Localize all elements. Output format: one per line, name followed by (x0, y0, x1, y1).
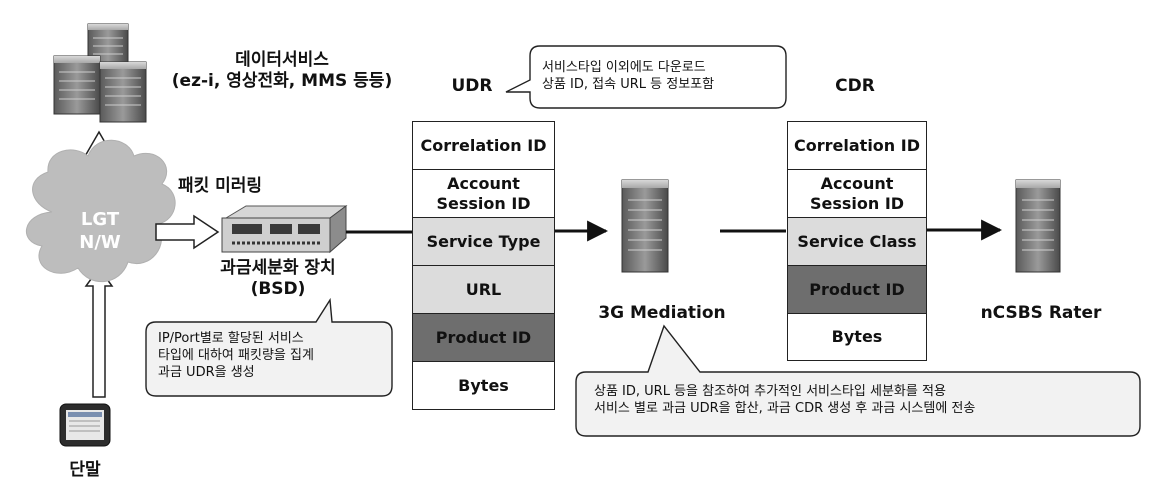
rater-server-icon (1015, 179, 1061, 273)
udr-field-bytes: Bytes (413, 362, 554, 409)
bsd-device-icon (221, 205, 348, 254)
udr-info-line2: 상품 ID, 접속 URL 등 정보포함 (542, 77, 715, 92)
udr-field-url: URL (413, 266, 554, 314)
cdr-title: CDR (835, 76, 875, 96)
data-services-label: 데이터서비스 (ez-i, 영상전화, MMS 등등) (152, 50, 412, 92)
hollow-arrow-mirroring (155, 214, 220, 250)
data-services-servers-icon (53, 23, 147, 123)
terminal-device-icon (59, 403, 111, 447)
bsd-info-line1: IP/Port별로 할당된 서비스 (158, 331, 304, 346)
mediation-info-bubble (575, 324, 1141, 437)
udr-field-correlation-id: Correlation ID (413, 122, 554, 170)
data-services-line1: 데이터서비스 (235, 50, 329, 70)
udr-info-bubble (505, 45, 787, 109)
udr-record-stack: Correlation ID Account Session ID Servic… (412, 121, 555, 410)
mediation-server-icon (621, 179, 669, 273)
bsd-line1: 과금세분화 장치 (220, 258, 336, 278)
terminal-label: 단말 (69, 460, 101, 480)
cloud-line2: N/W (79, 232, 121, 253)
udr-info-line1: 서비스타입 이외에도 다운로드 (542, 60, 706, 75)
mediation-info-line2: 서비스 별로 과금 UDR을 합산, 과금 CDR 생성 후 과금 시스템에 전… (594, 401, 976, 416)
cdr-record-stack: Correlation ID Account Session ID Servic… (787, 121, 927, 361)
cloud-line1: LGT (80, 209, 120, 230)
bsd-info-bubble (145, 297, 393, 397)
cdr-field-bytes: Bytes (788, 314, 926, 360)
bsd-line2: (BSD) (250, 279, 306, 299)
bsd-info-line3: 과금 UDR을 생성 (158, 365, 255, 380)
udr-field-service-type: Service Type (413, 218, 554, 266)
udr-field-account-session-id: Account Session ID (413, 170, 554, 218)
bsd-info-text: IP/Port별로 할당된 서비스 타입에 대하여 패킷량을 집계 과금 UDR… (158, 330, 388, 381)
udr-field-product-id: Product ID (413, 314, 554, 362)
data-services-line2: (ez-i, 영상전화, MMS 등등) (171, 71, 393, 91)
bsd-info-line2: 타입에 대하여 패킷량을 집계 (158, 348, 314, 363)
udr-info-text: 서비스타입 이외에도 다운로드 상품 ID, 접속 URL 등 정보포함 (542, 59, 782, 93)
cloud-label: LGT N/W (50, 208, 150, 254)
cdr-field-product-id: Product ID (788, 266, 926, 314)
rater-label: nCSBS Rater (980, 303, 1102, 323)
mediation-label: 3G Mediation (598, 303, 726, 323)
packet-mirroring-label: 패킷 미러링 (177, 176, 263, 196)
cdr-field-correlation-id: Correlation ID (788, 122, 926, 170)
hollow-arrow-up-from-terminal (84, 266, 114, 398)
cdr-field-service-class: Service Class (788, 218, 926, 266)
mediation-info-line1: 상품 ID, URL 등을 참조하여 추가적인 서비스타입 세분화를 적용 (594, 384, 946, 399)
mediation-info-text: 상품 ID, URL 등을 참조하여 추가적인 서비스타입 세분화를 적용 서비… (594, 383, 1134, 417)
cdr-field-account-session-id: Account Session ID (788, 170, 926, 218)
bsd-label: 과금세분화 장치 (BSD) (198, 258, 358, 300)
lgt-network-cloud-icon (26, 139, 176, 283)
udr-title: UDR (451, 76, 493, 96)
